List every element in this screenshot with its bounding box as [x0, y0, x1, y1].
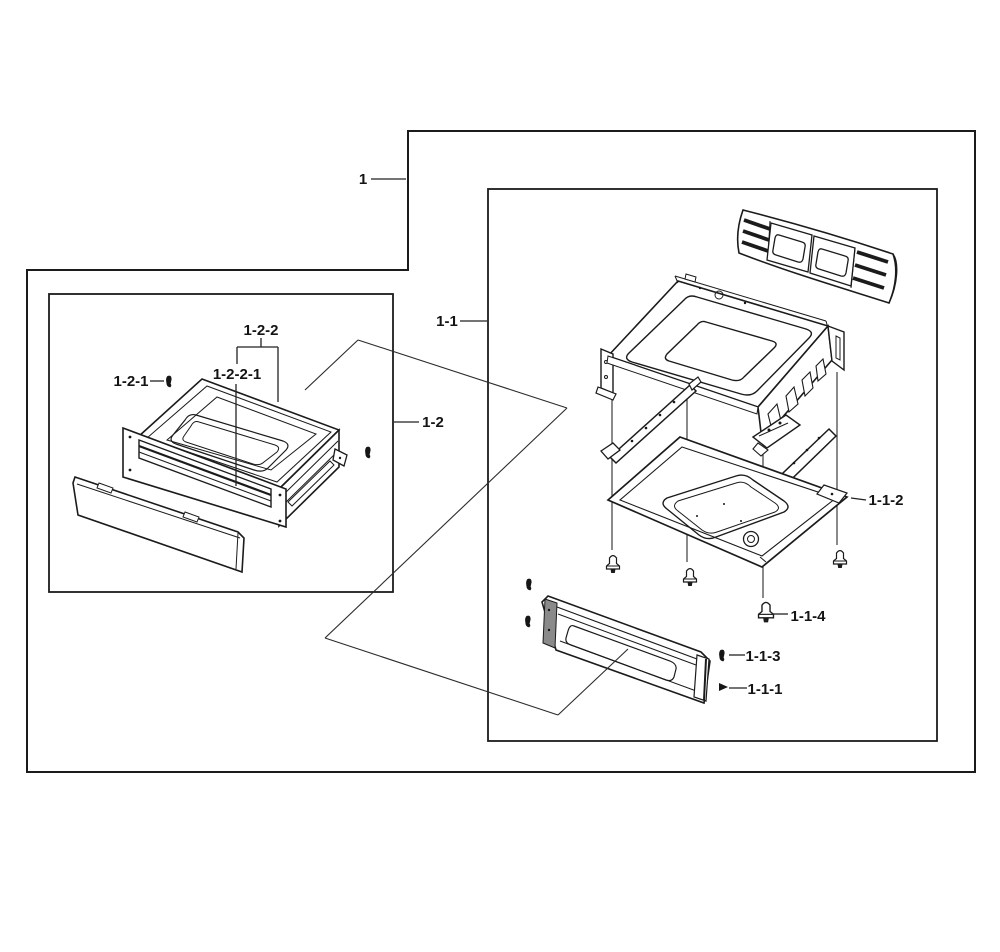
- tray-screw-center: [682, 567, 698, 587]
- divider-pane-pointer: [557, 648, 629, 716]
- divider-pane: [304, 339, 568, 716]
- screw-1-1-3-glyph: [719, 649, 725, 662]
- callout-1-2: 1-2: [422, 414, 444, 431]
- panel-screw-glyph-upper: [526, 578, 532, 591]
- callout-1-2-2: 1-2-2: [243, 322, 278, 339]
- slide-rail-left: [600, 376, 702, 465]
- drawer-body: [136, 378, 348, 528]
- drawer-housing: [595, 273, 845, 443]
- leader-lines: [150, 178, 867, 689]
- tray-screw-right: [832, 549, 848, 569]
- tray-screw-left: [605, 554, 621, 574]
- leader-1-2-2-bracket: [236, 338, 279, 402]
- callout-1: 1: [359, 171, 367, 188]
- callout-1-1-1: 1-1-1: [747, 681, 782, 698]
- right-subassembly-box: [487, 188, 938, 742]
- rail-mount-bracket: [751, 414, 802, 457]
- drawer-side-screw-glyph: [365, 446, 371, 459]
- screw-1-2-1-glyph: [166, 375, 172, 388]
- screw-1-1-4: [757, 601, 775, 624]
- callout-1-1: 1-1: [436, 313, 458, 330]
- leader-1-1-2: [850, 497, 867, 501]
- outer-boundary-box: [26, 130, 976, 773]
- callout-1-2-1: 1-2-1: [113, 373, 148, 390]
- drawer-base-tray: [606, 436, 849, 568]
- clip-1-1-1-glyph: [719, 683, 728, 691]
- vent-grille: [736, 209, 898, 304]
- housing-subassembly: [525, 209, 898, 716]
- drawer-subassembly: [72, 375, 371, 574]
- callout-1-2-2-1: 1-2-2-1: [213, 366, 261, 383]
- drawer-front-panel: [72, 475, 245, 574]
- callout-1-1-4: 1-1-4: [790, 608, 826, 625]
- callout-1-1-2: 1-1-2: [868, 492, 903, 509]
- housing-front-panel: [541, 595, 711, 705]
- callout-1-1-3: 1-1-3: [745, 648, 780, 665]
- left-subassembly-box: [48, 293, 394, 593]
- drawer-front-bracket: [122, 426, 287, 529]
- panel-screw-glyph-lower: [525, 615, 531, 628]
